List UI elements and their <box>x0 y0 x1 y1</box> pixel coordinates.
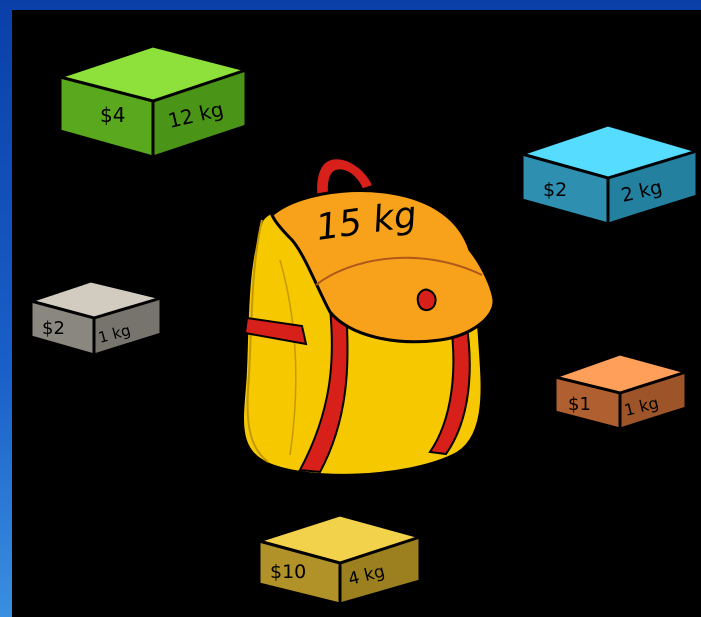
item-price: $10 <box>270 561 306 583</box>
backpack-buckle <box>418 290 436 311</box>
item-price: $1 <box>568 394 591 415</box>
item-price: $2 <box>543 179 567 201</box>
item-price: $2 <box>42 318 65 339</box>
item-price: $4 <box>100 103 125 127</box>
